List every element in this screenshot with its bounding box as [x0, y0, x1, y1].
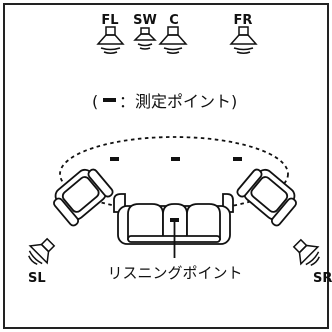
speaker-fr: FR: [229, 13, 258, 54]
speaker-sr: SR: [292, 238, 332, 286]
speaker-sl-label: SL: [28, 271, 46, 286]
speaker-fl-label: FL: [101, 13, 118, 28]
speaker-c-label: C: [169, 13, 179, 28]
frame: [3, 3, 329, 329]
speaker-fl: FL: [96, 13, 125, 54]
armchair-left-icon: [53, 168, 114, 227]
legend-open-paren: (: [92, 92, 98, 111]
speaker-fr-icon: [229, 26, 258, 54]
speaker-sw-label: SW: [133, 13, 157, 28]
speaker-c-icon: [158, 26, 188, 54]
speaker-sr-label: SR: [313, 271, 332, 286]
speaker-sr-icon: [292, 238, 320, 266]
speaker-sl: SL: [28, 237, 56, 286]
subwoofer-icon: [133, 27, 157, 50]
speaker-sw: SW: [133, 13, 157, 50]
armchair-right-icon: [236, 168, 297, 227]
legend: ( ：測定ポイント): [92, 92, 237, 111]
speaker-c: C: [158, 13, 188, 54]
measurement-point: [171, 157, 180, 161]
legend-text: ：測定ポイント): [119, 92, 237, 111]
speaker-fl-icon: [96, 26, 125, 54]
measurement-point: [110, 157, 119, 161]
listening-point-marker: [170, 218, 179, 222]
speaker-fr-label: FR: [234, 13, 253, 28]
listening-point-label: リスニングポイント: [107, 264, 242, 282]
speaker-sl-icon: [28, 237, 56, 265]
measurement-point-marker-sample: [103, 98, 116, 102]
measurement-point: [233, 157, 242, 161]
